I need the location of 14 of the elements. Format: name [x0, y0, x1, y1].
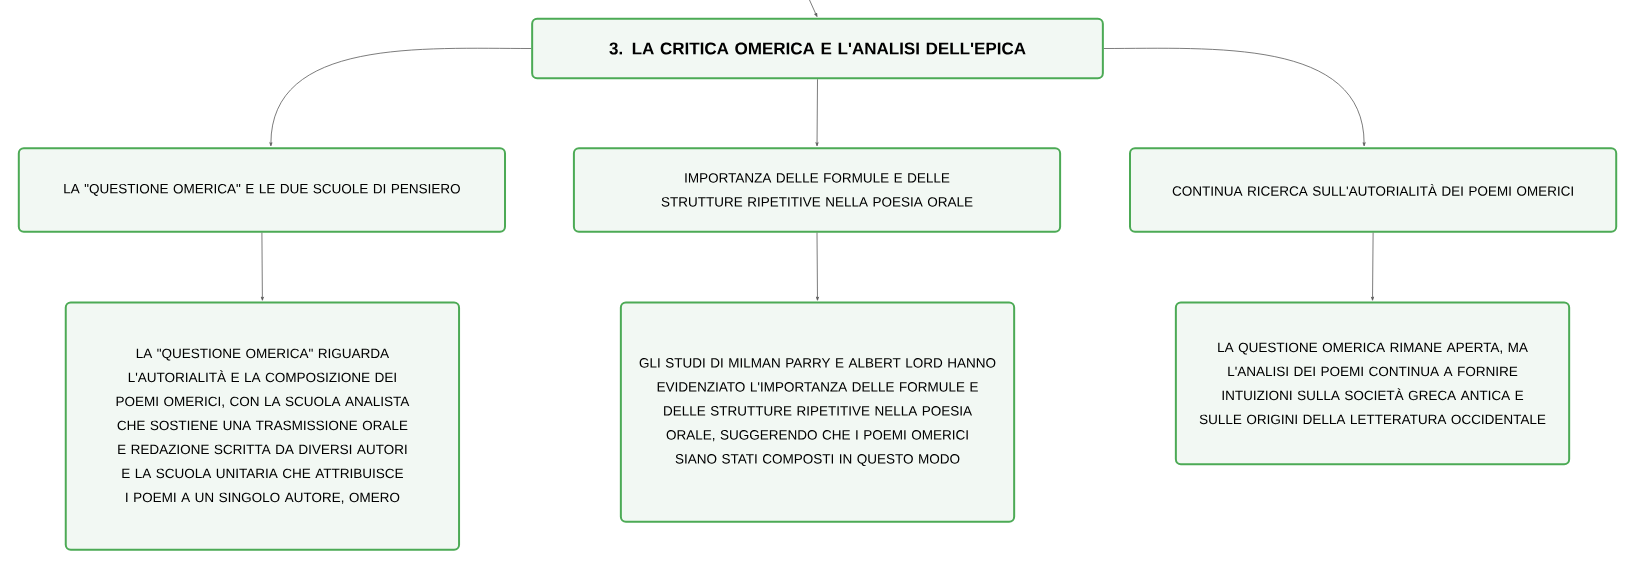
connector-arrow: [815, 232, 819, 301]
connector-arrow: [269, 47, 532, 147]
detail-box: GLI STUDI DI MILMAN PARRY E ALBERT LORD HANNO EVIDENZIATO L'IMPORTANZA DELLE FORMULE E DELLE STRUTTURE RIPETITIVE NELLA POESIA ORALE, SUGGERENDO CHE I POEMI OMERICI SIANO STATI COMPOSTI IN QUESTO MODO: [619, 301, 1016, 523]
topic-box: IMPORTANZA DELLE FORMULE E DELLE STRUTTURE RIPETITIVE NELLA POESIA ORALE: [572, 147, 1062, 233]
topic-box: LA "QUESTIONE OMERICA" E LE DUE SCUOLE DI PENSIERO: [17, 147, 506, 233]
title-box: 3. LA CRITICA OMERICA E L'ANALISI DELL'EPICA: [531, 17, 1104, 80]
topic-box: CONTINUA RICERCA SULL'AUTORIALITÀ DEI POEMI OMERICI: [1129, 147, 1618, 233]
connector-arrow: [809, 0, 818, 17]
connector-arrow: [1103, 47, 1366, 147]
connector-arrow: [260, 232, 264, 301]
connector-arrow: [1371, 232, 1375, 301]
detail-box: LA QUESTIONE OMERICA RIMANE APERTA, MA L'ANALISI DEI POEMI CONTINUA A FORNIRE INTUIZIONI SULLA SOCIETÀ GRECA ANTICA E SULLE ORIGINI DELLA LETTERATURA OCCIDENTALE: [1174, 301, 1571, 466]
connector-arrow: [815, 78, 819, 147]
detail-box: LA "QUESTIONE OMERICA" RIGUARDA L'AUTORIALITÀ E LA COMPOSIZIONE DEI POEMI OMERICI, CON LA SCUOLA ANALISTA CHE SOSTIENE UNA TRASMISSIONE ORALE E REDAZIONE SCRITTA DA DIVERSI AUTORI E LA SCUOLA UNITARIA CHE ATTRIBUISCE I POEMI A UN SINGOLO AUTORE, OMERO: [64, 301, 461, 551]
